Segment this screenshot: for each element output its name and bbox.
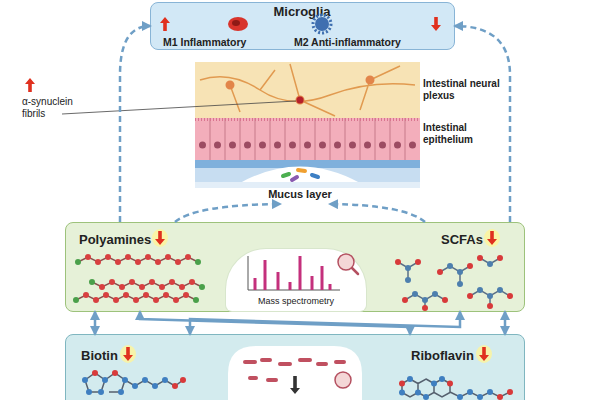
structure-label: Mucus layer	[255, 188, 345, 201]
cell-nuclei	[203, 142, 413, 149]
vitamin-label: Riboflavin	[411, 348, 501, 364]
bacterium	[298, 170, 305, 171]
neural-plexus-layer	[195, 62, 420, 118]
bacterium	[312, 175, 318, 177]
epithelium-layer	[195, 118, 420, 160]
dashed-arrow	[120, 26, 150, 222]
cell-borders	[210, 118, 405, 160]
mucus-fade	[195, 182, 420, 188]
metabolite-label: SCFAs	[441, 232, 501, 248]
increase-arrow	[25, 78, 35, 92]
brush-border	[195, 118, 420, 121]
bacterium	[283, 174, 289, 176]
double-arrow	[140, 312, 410, 334]
metabolite-label: Polyamines	[79, 232, 169, 248]
vitamin-label: Biotin	[81, 348, 151, 364]
mucosa-line	[195, 160, 420, 168]
leader-line	[62, 101, 296, 114]
state-label: M1 Inflammatory	[163, 36, 288, 49]
structure-label: α-synuclein fibrils	[22, 96, 94, 120]
microglia-box: Microglia M1 Inflammatory M2 Anti-inflamma…	[150, 2, 455, 50]
method-box: Mass spectrometry	[226, 249, 366, 311]
double-arrow	[94, 312, 97, 334]
state-label: M2 Anti-inflammatory	[294, 36, 449, 49]
neuron-bodies	[230, 80, 370, 100]
dashed-arrow	[175, 204, 280, 222]
neuron-fibers	[200, 64, 415, 116]
method-label: Mass spectrometry	[226, 296, 366, 307]
structure-label: Intestinal epithelium	[423, 122, 501, 146]
structure-label: Intestinal neural plexus	[423, 78, 501, 102]
dashed-arrow	[330, 204, 425, 222]
box-title: Microglia	[151, 4, 453, 20]
bacterium	[292, 177, 297, 180]
vitamin-band: Biotin Riboflavin	[65, 334, 525, 400]
double-arrow	[190, 312, 460, 334]
mucus-band	[195, 168, 420, 182]
mucus-bulge	[240, 167, 360, 184]
double-arrow	[504, 312, 507, 334]
synuclein-fibril	[297, 97, 304, 104]
gut-illustration: α-synuclein fibrils Intestinal neural ple…	[20, 60, 505, 204]
metabolite-band: Polyamines SCFAsMass spectrometry	[65, 222, 525, 312]
